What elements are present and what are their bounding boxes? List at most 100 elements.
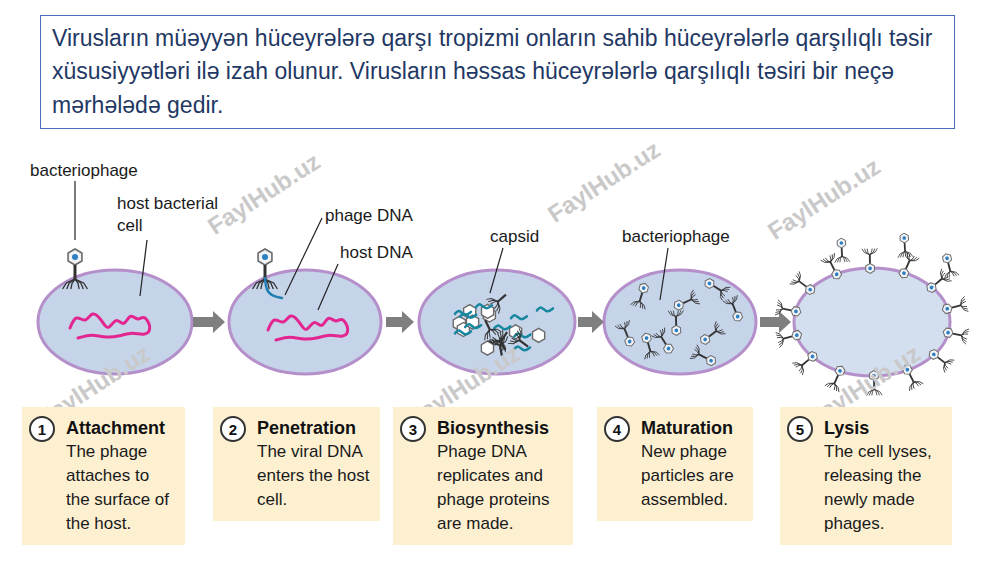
drawing-stroke: [900, 233, 909, 243]
drawing-stroke: [650, 350, 657, 357]
drawing-stroke: [693, 347, 701, 354]
drawing-stroke: [688, 290, 697, 300]
drawing-stroke: [709, 358, 714, 363]
part-label: bacteriophage: [622, 226, 730, 248]
leader-line: [490, 248, 503, 293]
step-arrow: [760, 311, 791, 333]
step-description: New phage particles are assembled.: [641, 440, 745, 512]
bacteriophage-icon: [939, 252, 959, 279]
dna-strand: [268, 316, 348, 340]
drawing-stroke: [794, 271, 804, 281]
drawing-stroke: [870, 248, 875, 254]
bacteriophage-icon: [63, 249, 88, 289]
step-number-circle: 1: [29, 416, 55, 442]
drawing-stroke: [257, 279, 265, 289]
drawing-stroke: [903, 251, 906, 257]
drawing-stroke: [776, 331, 784, 340]
drawing-stroke: [831, 268, 843, 281]
step-heading: Maturation: [641, 416, 745, 440]
drawing-stroke: [841, 248, 843, 256]
drawing-stroke: [783, 309, 792, 311]
step-box: MaturationNew phage particles are assemb…: [597, 407, 753, 521]
callout-number: 5: [796, 422, 804, 437]
drawing-stroke: [959, 296, 967, 305]
bacteriophage-icon: [775, 300, 802, 320]
drawing-stroke: [661, 337, 666, 344]
drawing-stroke: [495, 330, 507, 342]
drawing-stroke: [775, 307, 783, 316]
drawing-stroke: [790, 278, 800, 288]
bacteriophage-icon: [671, 290, 700, 314]
drawing-stroke: [490, 327, 499, 336]
drawing-stroke: [668, 311, 676, 317]
drawing-stroke: [703, 337, 708, 342]
drawing-stroke: [674, 328, 678, 332]
drawing-stroke: [622, 320, 631, 329]
step-number-circle: 2: [220, 416, 246, 442]
bacteriophage-icon: [896, 233, 912, 258]
drawing-stroke: [792, 359, 802, 369]
drawing-stroke: [952, 305, 960, 307]
drawing-stroke: [902, 236, 906, 240]
drawing-stroke: [953, 334, 962, 336]
drawing-stroke: [672, 325, 681, 335]
drawing-stroke: [946, 330, 950, 334]
drawing-stroke: [825, 380, 835, 389]
drawing-stroke: [898, 251, 906, 257]
drawing-stroke: [794, 361, 802, 369]
drawing-stroke: [834, 365, 846, 378]
watermark: FaylHub.uz: [543, 135, 666, 228]
drawing-stroke: [901, 271, 906, 276]
leader-line: [74, 181, 75, 240]
drawing-stroke: [945, 307, 950, 312]
dna-strand: [494, 325, 510, 329]
part-label: bacteriophage: [30, 160, 138, 182]
drawing-stroke: [75, 279, 87, 289]
drawing-stroke: [638, 282, 649, 294]
drawing-stroke: [821, 257, 831, 266]
drawing-stroke: [514, 328, 526, 340]
bacteriophage-icon: [696, 321, 725, 348]
drawing-stroke: [627, 339, 632, 344]
bacteriophage-icon: [940, 296, 968, 317]
dna-strand: [476, 304, 492, 308]
drawing-stroke: [777, 305, 784, 309]
drawing-stroke: [837, 256, 842, 262]
dna-strand: [537, 307, 553, 311]
drawing-stroke: [910, 255, 917, 263]
drawing-stroke: [63, 279, 75, 289]
drawing-stroke: [907, 382, 917, 391]
bacteriophage-icon: [790, 271, 819, 298]
drawing-stroke: [501, 332, 507, 341]
drawing-stroke: [644, 336, 649, 341]
drawing-stroke: [720, 291, 727, 296]
drawing-stroke: [870, 248, 878, 254]
leader-line: [660, 248, 668, 300]
leader-line: [285, 218, 322, 295]
drawing-stroke: [662, 342, 675, 355]
drawing-stroke: [633, 300, 640, 307]
drawing-stroke: [931, 352, 936, 357]
drawing-stroke: [730, 295, 740, 304]
drawing-stroke: [948, 263, 950, 271]
drawing-stroke: [961, 335, 968, 339]
drawing-stroke: [481, 329, 493, 340]
dna-strand: [511, 315, 527, 319]
drawing-stroke: [733, 304, 736, 312]
drawing-stroke: [676, 310, 684, 316]
drawing-stroke: [942, 327, 953, 337]
drawing-stroke: [862, 249, 870, 255]
drawing-stroke: [794, 274, 802, 282]
drawing-stroke: [795, 333, 800, 338]
bacteriophage-icon: [821, 253, 846, 282]
drawing-stroke: [942, 253, 952, 264]
callout-number: 2: [229, 422, 237, 437]
step-number-circle: 4: [604, 416, 630, 442]
drawing-stroke: [794, 309, 798, 313]
drawing-stroke: [914, 378, 924, 387]
leader-line: [318, 264, 338, 310]
drawing-stroke: [640, 293, 643, 301]
slide-title: Virusların müəyyən hüceyrələrə qarşı tro…: [40, 15, 955, 129]
drawing-stroke: [676, 310, 681, 316]
